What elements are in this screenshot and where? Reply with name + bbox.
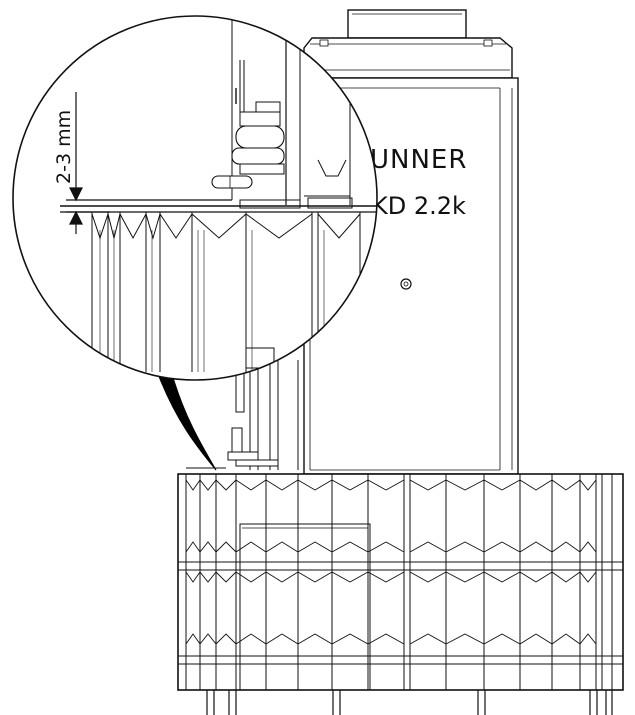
- pleat-fold: [331, 571, 369, 583]
- pleat-fold: [551, 541, 581, 553]
- pleat-fold: [215, 571, 237, 583]
- pleat-fold: [445, 541, 485, 553]
- pleat-fold: [579, 571, 597, 583]
- pleat-fold: [579, 541, 597, 553]
- pleat-fold: [215, 541, 237, 553]
- support-legs: [206, 690, 613, 715]
- pleat-fold: [551, 571, 581, 583]
- pleat-fold: [519, 479, 553, 491]
- pleat-fold: [215, 633, 237, 645]
- detail-pointer: [157, 373, 217, 471]
- pleat-fold: [551, 479, 581, 491]
- pleat-fold: [483, 633, 521, 645]
- pleat-fold: [367, 479, 405, 491]
- detail-pleat-fold: [159, 213, 193, 239]
- pleat-fold: [579, 479, 597, 491]
- pleat-fold: [519, 541, 553, 553]
- pleat-fold: [579, 633, 597, 645]
- pleat-fold: [199, 633, 217, 645]
- detail-pleat-fold: [317, 213, 361, 239]
- housing: [303, 9, 519, 475]
- pleat-fold: [483, 571, 521, 583]
- pleat-fold: [235, 479, 267, 491]
- pleat-fold: [551, 633, 581, 645]
- brand-label: UNNER: [370, 145, 467, 175]
- pleat-fold: [199, 479, 217, 491]
- pleat-fold: [265, 541, 299, 553]
- dimension-marker: [66, 92, 232, 234]
- pleat-fold: [185, 541, 201, 553]
- pleat-fold: [199, 571, 217, 583]
- pleat-fold: [331, 541, 369, 553]
- filter-cartridge: [177, 473, 624, 691]
- detail-magnifier: [12, 15, 378, 381]
- pleat-fold: [367, 633, 405, 645]
- pleat-fold: [185, 479, 201, 491]
- pleat-fold: [215, 479, 237, 491]
- pleat-fold: [297, 479, 333, 491]
- pleat-fold: [409, 633, 447, 645]
- pleat-fold: [519, 571, 553, 583]
- pleat-fold: [185, 571, 201, 583]
- pleat-fold: [445, 633, 485, 645]
- pleat-fold: [235, 541, 267, 553]
- pleat-fold: [519, 633, 553, 645]
- detail-pleat-fold: [191, 213, 247, 239]
- pleat-fold: [297, 571, 333, 583]
- lower-mechanism: [227, 360, 299, 470]
- detail-pleat-fold: [119, 213, 147, 240]
- pleat-fold: [409, 541, 447, 553]
- pleat-fold: [297, 541, 333, 553]
- pleat-fold: [483, 541, 521, 553]
- dimension-label: 2-3 mm: [53, 110, 75, 184]
- pleat-fold: [265, 571, 299, 583]
- pleat-fold: [409, 571, 447, 583]
- pleat-fold: [265, 479, 299, 491]
- pleat-fold: [445, 571, 485, 583]
- detail-pleat-fold: [145, 213, 161, 240]
- pleat-fold: [367, 571, 405, 583]
- pleat-fold: [483, 479, 521, 491]
- pleat-fold: [409, 479, 447, 491]
- pleat-fold: [331, 479, 369, 491]
- detail-pleat-fold: [91, 213, 109, 240]
- model-label: KD 2.2k: [372, 192, 466, 220]
- pleat-fold: [265, 633, 299, 645]
- pleat-fold: [297, 633, 333, 645]
- pleat-fold: [445, 479, 485, 491]
- pleat-fold: [185, 633, 201, 645]
- detail-pleat-fold: [107, 213, 121, 239]
- pleat-fold: [235, 633, 267, 645]
- pleat-fold: [235, 571, 267, 583]
- pleat-fold: [367, 541, 405, 553]
- pleat-fold: [199, 541, 217, 553]
- detail-pleat-fold: [245, 213, 313, 239]
- pleat-fold: [331, 633, 369, 645]
